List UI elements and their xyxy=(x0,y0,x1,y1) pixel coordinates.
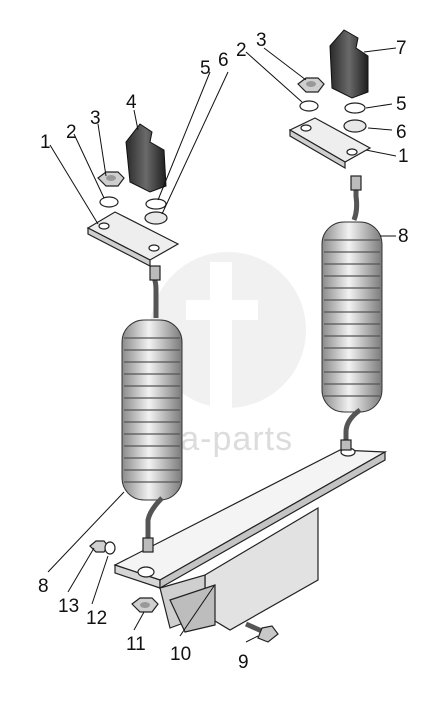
bolt-9 xyxy=(244,621,279,643)
callout-2-right: 2 xyxy=(236,40,247,61)
callout-6-left: 6 xyxy=(218,50,229,71)
right-washer-6 xyxy=(343,119,367,133)
watermark-logo xyxy=(150,252,306,412)
right-nut xyxy=(297,77,325,93)
callout-3-left: 3 xyxy=(90,108,101,129)
callout-12: 12 xyxy=(86,608,107,629)
right-mounting-plate xyxy=(288,117,372,170)
callout-13: 13 xyxy=(58,596,79,617)
left-cap xyxy=(125,123,167,193)
left-spring-coil xyxy=(121,265,183,553)
callout-1-right: 1 xyxy=(398,146,409,167)
callout-5-right: 5 xyxy=(396,94,407,115)
left-mounting-plate xyxy=(86,211,180,267)
washer-12 xyxy=(104,541,116,555)
callout-10: 10 xyxy=(170,644,191,665)
callout-7: 7 xyxy=(396,38,407,59)
right-spring-coil xyxy=(321,175,383,451)
left-washer-5 xyxy=(145,198,167,210)
callout-2-left: 2 xyxy=(66,122,77,143)
callout-5-left: 5 xyxy=(200,58,211,79)
callout-4: 4 xyxy=(126,92,137,113)
leader-lines xyxy=(47,47,397,643)
left-nut xyxy=(97,171,125,187)
right-washer-5 xyxy=(344,102,366,114)
base-bracket xyxy=(113,447,388,633)
callout-6-right: 6 xyxy=(396,122,407,143)
right-cap xyxy=(329,29,369,99)
left-washer-6 xyxy=(144,211,168,225)
callout-8-left: 8 xyxy=(38,576,49,597)
callout-8-right: 8 xyxy=(398,226,409,247)
callout-3-right: 3 xyxy=(256,30,267,51)
nut-11 xyxy=(131,597,159,613)
callout-1-left: 1 xyxy=(40,132,51,153)
callout-9: 9 xyxy=(238,652,249,673)
left-lock-washer xyxy=(99,196,119,208)
right-lock-washer xyxy=(299,100,319,112)
callout-11: 11 xyxy=(126,634,146,655)
